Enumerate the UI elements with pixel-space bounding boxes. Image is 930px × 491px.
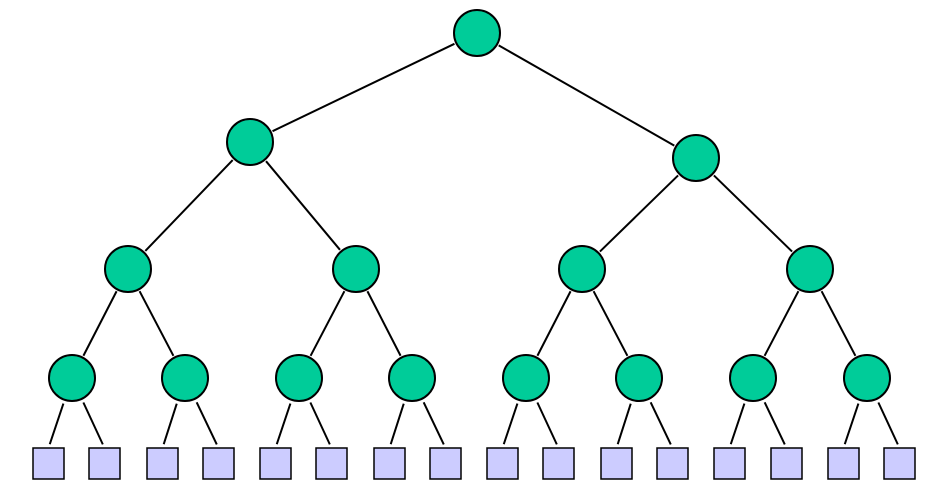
tree-edge bbox=[713, 174, 793, 253]
leaf-node bbox=[373, 447, 406, 480]
leaf-edge bbox=[195, 401, 218, 445]
leaf-edge bbox=[422, 401, 445, 445]
leaf-node bbox=[88, 447, 121, 480]
leaf-node bbox=[429, 447, 462, 480]
tree-node bbox=[226, 118, 274, 166]
tree-edge bbox=[763, 290, 800, 357]
leaf-edge bbox=[389, 403, 405, 445]
leaf-node bbox=[713, 447, 746, 480]
leaf-node bbox=[32, 447, 65, 480]
tree-edge bbox=[536, 290, 572, 357]
tree-node bbox=[48, 354, 96, 402]
leaf-edge bbox=[763, 401, 786, 445]
leaf-node bbox=[146, 447, 179, 480]
tree-edge bbox=[366, 290, 402, 357]
leaf-node bbox=[486, 447, 519, 480]
tree-node bbox=[161, 354, 209, 402]
tree-edge bbox=[272, 42, 455, 133]
tree-edge bbox=[599, 174, 679, 253]
tree-node bbox=[558, 245, 606, 293]
leaf-node bbox=[600, 447, 633, 480]
leaf-node bbox=[259, 447, 292, 480]
leaf-node bbox=[542, 447, 575, 480]
leaf-edge bbox=[649, 401, 672, 445]
leaf-edge bbox=[843, 403, 860, 445]
tree-edge bbox=[592, 290, 629, 357]
leaf-node bbox=[883, 447, 916, 480]
leaf-edge bbox=[275, 403, 292, 445]
tree-node bbox=[672, 134, 720, 182]
tree-edge bbox=[498, 44, 675, 147]
tree-node bbox=[843, 354, 891, 402]
leaf-node bbox=[202, 447, 235, 480]
tree-leaves bbox=[32, 447, 916, 480]
tree-node bbox=[332, 245, 380, 293]
leaf-edge bbox=[616, 403, 632, 445]
tree-node bbox=[502, 354, 550, 402]
leaf-edge bbox=[82, 402, 104, 445]
tree-node bbox=[615, 354, 663, 402]
leaf-edge bbox=[877, 402, 899, 445]
leaf-edge bbox=[309, 402, 331, 445]
tree-node bbox=[786, 245, 834, 293]
leaf-node bbox=[656, 447, 689, 480]
leaf-edge bbox=[729, 403, 746, 445]
leaf-node bbox=[770, 447, 803, 480]
tree-edge bbox=[82, 290, 118, 357]
tree-edge bbox=[309, 290, 346, 357]
tree-edges bbox=[48, 42, 899, 445]
tree-node bbox=[729, 354, 777, 402]
root-node bbox=[453, 9, 501, 57]
tree-edge bbox=[265, 160, 341, 251]
tree-node bbox=[388, 354, 436, 402]
tree-edge bbox=[138, 290, 175, 357]
tree-node bbox=[104, 245, 152, 293]
tree-internal-nodes bbox=[48, 9, 891, 402]
tree-edge bbox=[144, 159, 234, 252]
leaf-edge bbox=[162, 403, 178, 445]
leaf-node bbox=[827, 447, 860, 480]
leaf-edge bbox=[536, 402, 558, 445]
leaf-edge bbox=[502, 403, 519, 445]
tree-node bbox=[275, 354, 323, 402]
leaf-node bbox=[315, 447, 348, 480]
leaf-edge bbox=[48, 403, 65, 445]
tree-edge bbox=[820, 290, 857, 357]
